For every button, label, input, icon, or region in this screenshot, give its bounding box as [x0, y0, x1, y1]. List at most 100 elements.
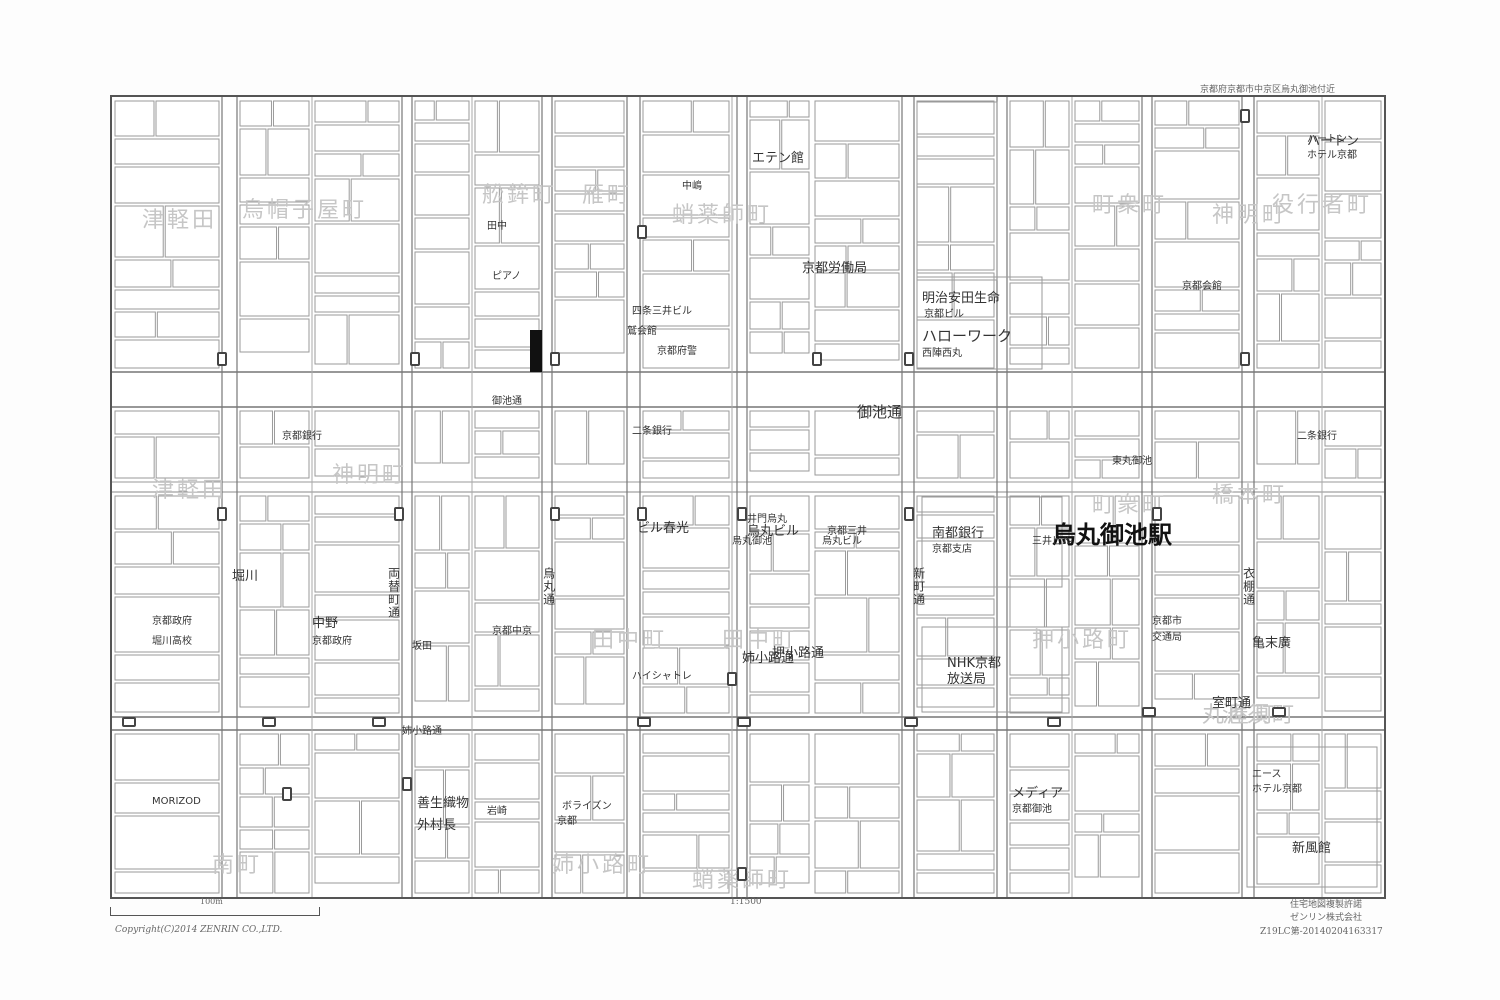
building-label: ホテル京都: [1252, 784, 1302, 795]
building-outline: [239, 446, 310, 479]
crosswalk-symbol: [1152, 507, 1162, 521]
building-outline: [679, 647, 730, 685]
building-outline: [642, 460, 730, 479]
building-outline: [314, 800, 361, 855]
town-name: 橋本町: [1212, 483, 1288, 508]
building-outline: [414, 826, 447, 859]
building-outline: [749, 533, 772, 572]
building-outline: [1101, 100, 1140, 122]
town-name: 役行者町: [1272, 193, 1373, 218]
building-outline: [239, 204, 310, 225]
building-outline: [314, 495, 400, 515]
town-name: 神明町: [332, 463, 408, 488]
building-outline: [814, 143, 847, 179]
building-outline: [314, 100, 367, 123]
crosswalk-symbol: [372, 717, 386, 727]
building-label: 堀川: [232, 569, 259, 584]
nhk-building-block: [921, 626, 1063, 713]
building-outline: [273, 796, 310, 828]
map-canvas[interactable]: 津軽田神明町田中町町衆町蛸薬師町舩鉾町雁町烏帽子屋町田中町町衆町押小路町橋本町丸…: [110, 95, 1386, 899]
building-outline: [949, 244, 995, 271]
building-outline: [1009, 527, 1036, 577]
building-outline: [114, 100, 155, 137]
building-outline: [314, 295, 400, 313]
building-outline: [361, 800, 400, 855]
building-outline: [474, 869, 499, 894]
building-label: 京都ビル: [924, 309, 964, 320]
building-outline: [862, 682, 900, 714]
building-label: 中野: [312, 616, 339, 631]
town-name: 田中町: [592, 628, 668, 653]
building-outline: [554, 135, 625, 168]
building-outline: [1104, 144, 1140, 165]
building-outline: [314, 124, 400, 152]
building-outline: [814, 654, 900, 681]
building-outline: [916, 687, 995, 708]
building-outline: [592, 631, 625, 655]
building-outline: [362, 153, 400, 177]
building-outline: [1256, 410, 1297, 465]
building-outline: [155, 100, 220, 137]
building-outline: [1206, 733, 1240, 767]
building-label: 御池通: [492, 396, 522, 407]
building-outline: [1357, 448, 1382, 479]
crosswalk-symbol: [1142, 707, 1156, 717]
building-outline: [1074, 813, 1103, 833]
building-outline: [1009, 100, 1044, 148]
building-outline: [474, 495, 505, 549]
building-outline: [474, 430, 502, 455]
building-outline: [554, 100, 625, 134]
building-outline: [114, 339, 220, 369]
building-outline: [1116, 733, 1140, 754]
building-outline: [1074, 661, 1097, 707]
building-outline: [1324, 193, 1382, 239]
building-outline: [1116, 205, 1140, 247]
building-outline: [642, 527, 730, 569]
building-outline: [114, 596, 220, 653]
building-outline: [814, 597, 868, 653]
building-outline: [1154, 201, 1187, 240]
building-outline: [239, 495, 267, 522]
building-outline: [916, 540, 995, 597]
building-block: [916, 276, 1043, 370]
building-outline: [114, 166, 220, 204]
building-outline: [642, 174, 730, 216]
building-outline: [1048, 410, 1070, 440]
crosswalk-symbol: [1240, 109, 1250, 123]
town-name: 神明町: [1212, 203, 1288, 228]
location-caption: 京都府京都市中京区烏丸御池付近: [1200, 85, 1336, 95]
building-outline: [239, 261, 310, 317]
building-outline: [1256, 293, 1281, 342]
building-label: 京都御池: [1012, 804, 1052, 815]
building-outline: [441, 495, 470, 551]
building-outline: [314, 544, 400, 593]
building-outline: [781, 301, 810, 330]
building-outline: [474, 456, 540, 479]
building-outline: [1324, 297, 1382, 339]
building-outline: [814, 218, 862, 244]
building-outline: [447, 552, 470, 589]
building-outline: [1256, 258, 1293, 292]
building-outline: [414, 217, 470, 250]
building-outline: [1256, 100, 1320, 134]
building-outline: [916, 733, 960, 752]
building-outline: [1287, 135, 1320, 176]
building-outline: [749, 410, 810, 428]
building-outline: [114, 871, 220, 894]
building-outline: [950, 186, 995, 243]
building-outline: [642, 570, 730, 590]
building-label: エテン館: [752, 151, 805, 166]
building-label: 善生織物: [417, 796, 470, 811]
building-outline: [350, 178, 400, 222]
building-outline: [1108, 545, 1140, 577]
building-outline: [274, 851, 310, 894]
building-outline: [1074, 459, 1101, 479]
building-outline: [1292, 763, 1320, 811]
building-outline: [239, 318, 310, 353]
building-outline: [781, 119, 810, 170]
building-outline: [1009, 232, 1070, 281]
building-outline: [1197, 441, 1240, 479]
building-outline: [1045, 578, 1070, 628]
building-outline: [348, 314, 400, 365]
building-outline: [1324, 733, 1346, 789]
